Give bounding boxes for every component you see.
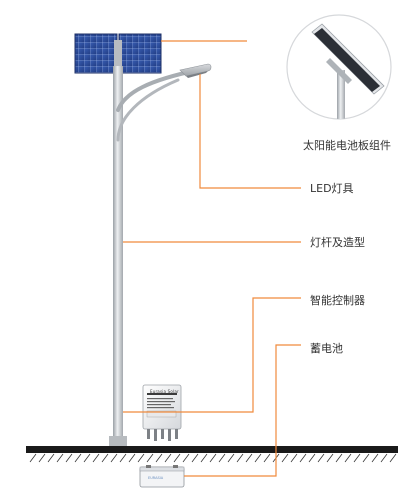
pole-shaft	[113, 66, 123, 446]
lamp-arm-lower	[116, 78, 180, 142]
ground	[26, 446, 398, 463]
led-lamp-head	[179, 63, 212, 78]
leader-controller	[123, 297, 301, 413]
battery-brand-text: EURASIA	[148, 476, 164, 480]
controller-box	[142, 384, 182, 441]
label-controller: 智能控制器	[310, 294, 365, 307]
label-led-lamp: LED灯具	[310, 182, 354, 195]
ground-hatch	[29, 453, 397, 463]
battery-box	[139, 465, 185, 488]
solar-panel-detail-inset	[286, 14, 392, 120]
ground-line	[26, 446, 398, 453]
leader-lines	[123, 40, 301, 477]
lamp-arms	[116, 68, 200, 142]
pole-base	[109, 436, 127, 446]
lamp-pole	[109, 66, 127, 446]
controller-brand-text: Eurasia Solar	[150, 389, 179, 394]
label-battery: 蓄电池	[310, 342, 343, 355]
panel-mount-bracket	[114, 40, 122, 68]
solar-panel-left	[74, 33, 118, 74]
leader-battery	[184, 344, 301, 477]
label-solar-panel: 太阳能电池板组件	[303, 139, 391, 152]
label-pole: 灯杆及造型	[310, 236, 365, 249]
solar-panel-right	[118, 33, 162, 74]
solar-panel-array	[74, 33, 162, 74]
leader-led-lamp	[199, 74, 301, 189]
